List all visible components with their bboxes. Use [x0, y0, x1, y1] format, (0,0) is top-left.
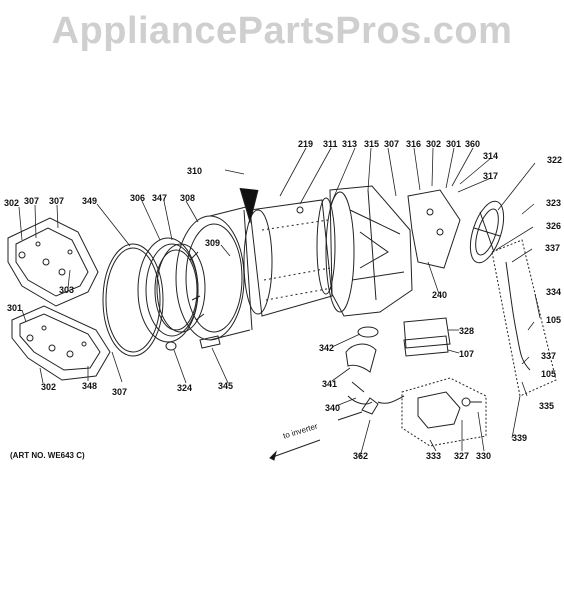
- rotor: [469, 200, 505, 264]
- gasket-ring: [102, 243, 164, 357]
- part-label: 330: [476, 451, 492, 461]
- part-label: 323: [546, 198, 562, 208]
- part-label: 240: [432, 290, 448, 300]
- part-label: 347: [152, 193, 168, 203]
- part-label: 307: [384, 139, 400, 149]
- part-label: 313: [342, 139, 358, 149]
- part-label: 310: [187, 166, 203, 176]
- part-label: 335: [539, 401, 555, 411]
- part-label: 301: [7, 303, 23, 313]
- part-label: 315: [364, 139, 380, 149]
- part-label: 303: [59, 285, 75, 295]
- part-label: 333: [426, 451, 442, 461]
- part-label: 340: [325, 403, 341, 413]
- part-label: 309: [205, 238, 221, 248]
- drain-hose: [345, 326, 379, 405]
- part-label: 328: [459, 326, 475, 336]
- part-label: 307: [112, 387, 128, 397]
- part-label: 314: [483, 151, 499, 161]
- part-label: 339: [512, 433, 528, 443]
- front-bracket-lower: [11, 305, 111, 381]
- rear-tub: [325, 185, 413, 317]
- part-label: 302: [41, 382, 57, 392]
- part-label: 337: [541, 351, 557, 361]
- part-label: 342: [319, 343, 335, 353]
- front-bracket-upper: [7, 217, 99, 307]
- part-label: 327: [454, 451, 470, 461]
- part-label: 301: [446, 139, 462, 149]
- part-label: 105: [546, 315, 562, 325]
- part-label: 302: [426, 139, 442, 149]
- rear-bracket: [407, 189, 461, 269]
- door-boot: [137, 237, 206, 343]
- part-label: 307: [49, 196, 65, 206]
- wire-harness: [505, 261, 531, 371]
- part-label: 326: [546, 221, 562, 231]
- part-label: 308: [180, 193, 196, 203]
- part-label: 324: [177, 383, 193, 393]
- watermark: AppliancePartsPros.com: [51, 10, 513, 52]
- leader-lines: [18, 147, 541, 458]
- part-label: 107: [459, 349, 475, 359]
- motor-assembly: [401, 377, 487, 447]
- part-label: 337: [545, 243, 561, 253]
- pump-module: [403, 317, 451, 357]
- part-label: 302: [4, 198, 20, 208]
- harness-enclosure: [491, 239, 557, 397]
- part-label: 341: [322, 379, 338, 389]
- part-label: 311: [323, 139, 338, 149]
- part-label: 306: [130, 193, 146, 203]
- part-label: 316: [406, 139, 422, 149]
- part-label: 362: [353, 451, 369, 461]
- part-label: 317: [483, 171, 499, 181]
- front-tub: [175, 205, 253, 341]
- part-label: 105: [541, 369, 557, 379]
- part-label: 348: [82, 381, 98, 391]
- part-label: 219: [298, 139, 314, 149]
- part-label: 345: [218, 381, 234, 391]
- part-label: 307: [24, 196, 40, 206]
- inverter-cable: [269, 395, 405, 461]
- part-label: 349: [82, 196, 98, 206]
- part-label: 334: [546, 287, 562, 297]
- small-parts: [165, 335, 221, 351]
- part-label: 322: [547, 155, 563, 165]
- part-label: 360: [465, 139, 481, 149]
- art-number: (ART NO. WE643 C): [10, 451, 85, 460]
- inner-basket: [239, 187, 336, 317]
